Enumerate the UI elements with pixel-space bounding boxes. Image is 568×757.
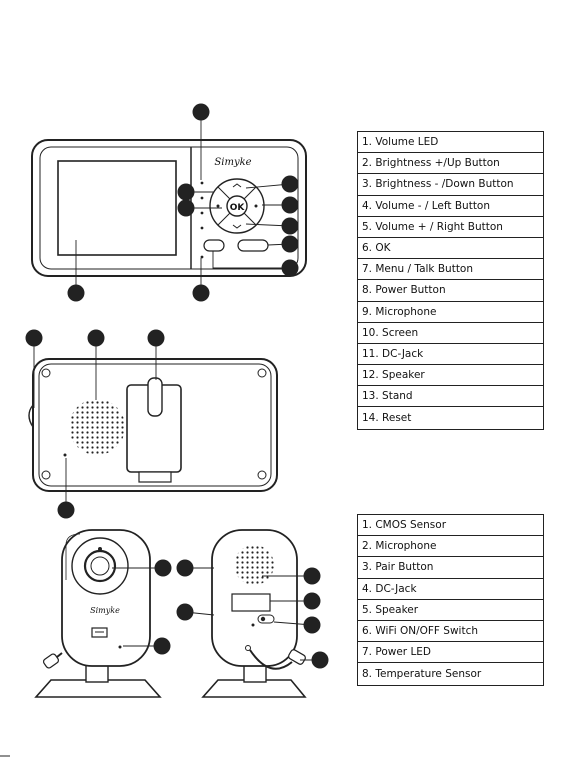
callout-marker	[176, 559, 194, 577]
legend-row: 6. WiFi ON/OFF Switch	[358, 621, 543, 643]
monitor-brand-logo: Simyke	[214, 157, 251, 168]
callout-marker	[147, 329, 165, 347]
legend-row: 1. CMOS Sensor	[358, 515, 543, 537]
callout-marker	[303, 592, 321, 610]
legend-row: 1. Volume LED	[358, 132, 543, 154]
legend-row: 8. Temperature Sensor	[362, 667, 482, 680]
legend-row: 3. Brightness - /Down Button	[358, 174, 543, 196]
callout-marker	[153, 637, 171, 655]
legend-row: 5. Volume + / Right Button	[358, 217, 543, 238]
callout-marker	[192, 284, 210, 302]
legend-row: 12. Speaker	[358, 365, 543, 387]
legend-row: 14. Reset	[362, 412, 412, 425]
legend-row: 10. Screen	[358, 323, 543, 344]
callout-marker	[303, 616, 321, 634]
callout-marker	[281, 175, 299, 193]
monitor-screen	[57, 160, 177, 256]
monitor-speaker	[69, 399, 125, 455]
monitor-front-view: Simyke OK	[31, 139, 307, 277]
legend-row: 2. Brightness +/Up Button	[358, 153, 543, 175]
power-button	[203, 239, 225, 252]
legend-row: 9. Microphone	[358, 302, 543, 323]
svg-text:OK: OK	[230, 203, 246, 213]
callout-marker	[177, 199, 195, 217]
camera-speaker	[234, 545, 274, 585]
callout-marker	[176, 603, 194, 621]
callout-marker	[25, 329, 43, 347]
callout-marker	[281, 196, 299, 214]
temperature-sensor-slot	[231, 593, 271, 612]
monitor-back-view	[28, 358, 278, 492]
callout-marker	[192, 103, 210, 121]
camera-brand-logo: Simyke	[90, 606, 120, 615]
callout-marker	[177, 183, 195, 201]
legend-row: 2. Microphone	[358, 536, 543, 558]
legend-row: 7. Power LED	[358, 642, 543, 664]
camera-parts-legend: 1. CMOS Sensor 2. Microphone 3. Pair But…	[357, 514, 544, 686]
menu-talk-button	[237, 239, 269, 252]
legend-row: 6. OK	[358, 238, 543, 260]
monitor-dpad: OK	[209, 178, 265, 234]
legend-row: 11. DC-Jack	[358, 344, 543, 366]
legend-row: 13. Stand	[358, 386, 543, 408]
callout-marker	[57, 501, 75, 519]
legend-row: 4. DC-Jack	[358, 579, 543, 600]
camera-front-view: Simyke	[34, 529, 162, 698]
monitor-parts-legend: 1. Volume LED 2. Brightness +/Up Button …	[357, 131, 544, 430]
legend-row: 5. Speaker	[358, 600, 543, 621]
callout-marker	[67, 284, 85, 302]
callout-marker	[154, 559, 172, 577]
callout-marker	[281, 235, 299, 253]
legend-row: 7. Menu / Talk Button	[358, 259, 543, 281]
legend-row: 8. Power Button	[358, 280, 543, 302]
callout-marker	[281, 259, 299, 277]
ok-button	[226, 195, 248, 217]
callout-marker	[303, 567, 321, 585]
callout-markers	[25, 103, 329, 669]
callout-marker	[281, 217, 299, 235]
camera-back-view	[201, 529, 307, 698]
legend-row: 4. Volume - / Left Button	[358, 196, 543, 217]
callout-marker	[311, 651, 329, 669]
legend-row: 3. Pair Button	[358, 557, 543, 579]
wifi-switch	[257, 614, 275, 624]
callout-marker	[87, 329, 105, 347]
